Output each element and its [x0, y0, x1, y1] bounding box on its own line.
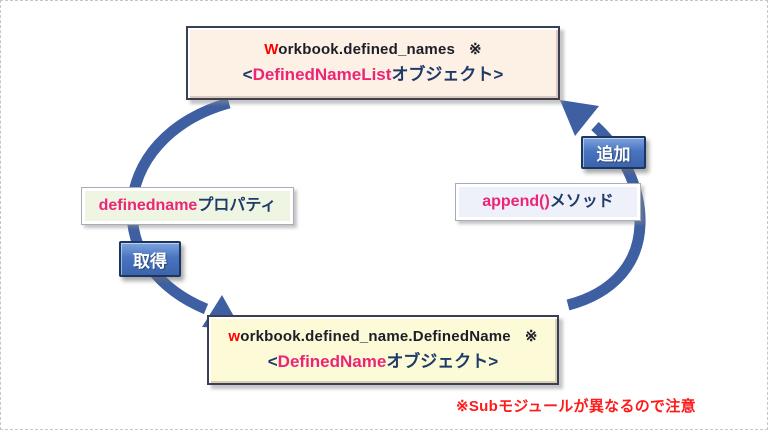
footnote-mark: ※ — [469, 40, 482, 58]
initial-letter: W — [264, 40, 279, 58]
add-arrowhead — [560, 100, 599, 136]
defined-name-module-text: workbook.defined_name.DefinedName※ — [228, 327, 538, 345]
footnote-mark: ※ — [524, 327, 538, 345]
add-label-chip: 追加 — [581, 136, 646, 169]
get-label-chip: 取得 — [119, 241, 181, 277]
defined-name-list-object-text: <DefinedNameListオブジェクト> — [242, 65, 504, 85]
add-label: 追加 — [596, 145, 631, 164]
initial-letter: w — [228, 327, 241, 345]
defined-name-list-box: Workbook.defined_names※ <DefinedNameList… — [186, 26, 560, 100]
defined-name-object-text: <DefinedNameオブジェクト> — [267, 352, 499, 372]
append-method-box: append()メソッド — [455, 183, 641, 221]
defined-name-box: workbook.defined_name.DefinedName※ <Defi… — [207, 315, 559, 385]
get-label: 取得 — [133, 251, 167, 271]
footnote-warning: ※Subモジュールが異なるので注意 — [456, 398, 696, 415]
defined-names-property-text: Workbook.defined_names※ — [264, 40, 482, 58]
definedname-property-box: definednameプロパティ — [81, 187, 294, 225]
